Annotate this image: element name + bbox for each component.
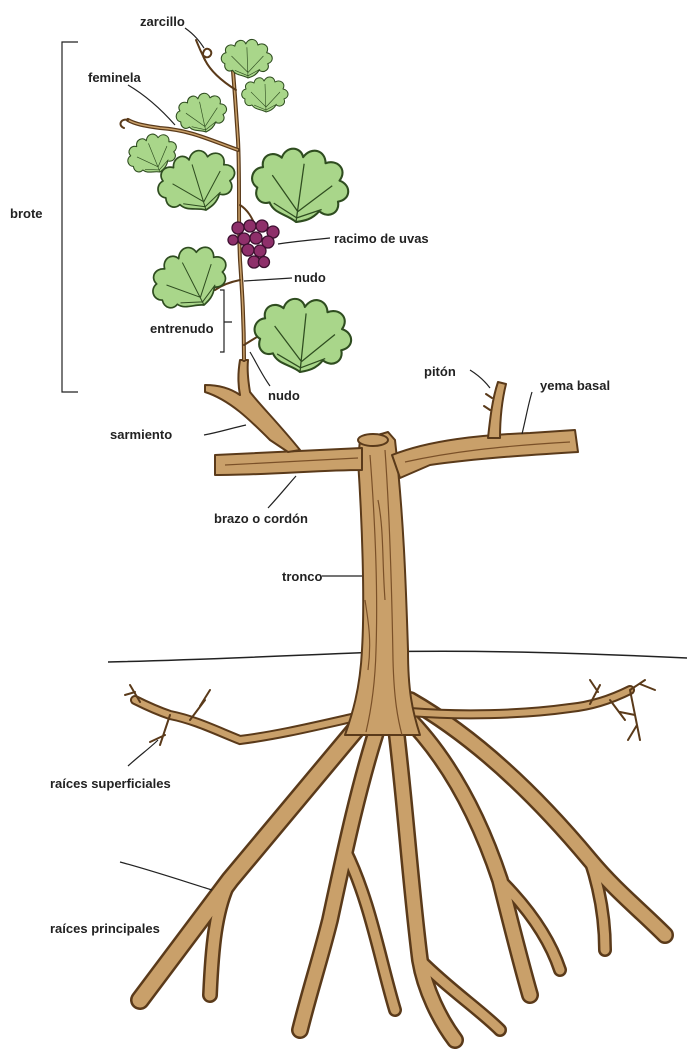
label-brote: brote — [10, 206, 43, 221]
label-feminela: feminela — [88, 70, 142, 85]
label-racimo-de-uvas: racimo de uvas — [334, 231, 429, 246]
label-nudo-top: nudo — [294, 270, 326, 285]
label-piton: pitón — [424, 364, 456, 379]
leaf — [242, 77, 288, 112]
label-tronco: tronco — [282, 569, 323, 584]
label-raices-principales: raíces principales — [50, 921, 160, 936]
label-brazo-o-cordon: brazo o cordón — [214, 511, 308, 526]
brote-bracket — [62, 42, 78, 392]
leaf — [249, 292, 356, 378]
grape-cluster — [228, 220, 279, 268]
label-zarcillo: zarcillo — [140, 14, 185, 29]
leaf — [221, 39, 272, 78]
label-raices-superficiales: raíces superficiales — [50, 776, 171, 791]
label-sarmiento: sarmiento — [110, 427, 172, 442]
trunk — [345, 432, 420, 735]
entrenudo-bracket — [220, 290, 232, 352]
label-entrenudo: entrenudo — [150, 321, 214, 336]
leaf — [246, 141, 355, 230]
label-nudo-bottom: nudo — [268, 388, 300, 403]
label-yema-basal: yema basal — [540, 378, 610, 393]
